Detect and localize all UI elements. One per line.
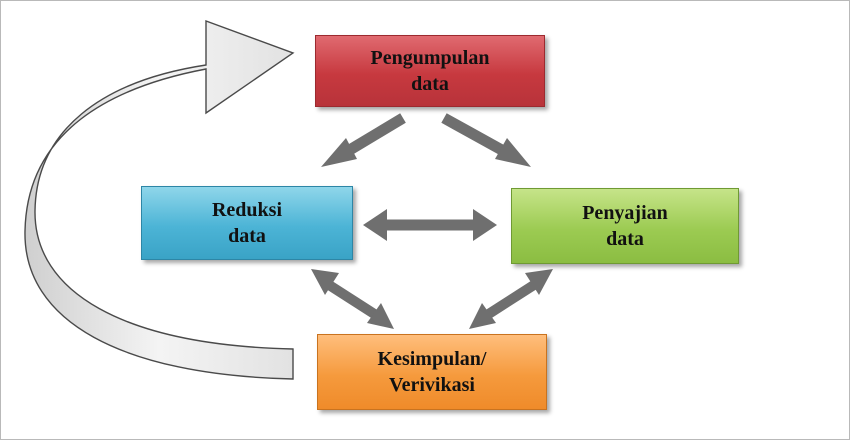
arrow-collect-to-present xyxy=(441,113,531,167)
arrow-reduce-present xyxy=(363,209,497,241)
node-reduksi-data: Reduksi data xyxy=(141,186,353,260)
arrow-present-conclude xyxy=(469,269,553,329)
node-label: Penyajian data xyxy=(582,202,668,250)
node-pengumpulan-data: Pengumpulan data xyxy=(315,35,545,107)
node-label: Kesimpulan/ Verivikasi xyxy=(377,348,487,396)
node-penyajian-data: Penyajian data xyxy=(511,188,739,264)
arrow-reduce-conclude xyxy=(311,269,394,329)
node-kesimpulan-verivikasi: Kesimpulan/ Verivikasi xyxy=(317,334,547,410)
node-label: Pengumpulan data xyxy=(370,47,490,95)
return-curved-arrow xyxy=(24,19,295,380)
arrow-collect-to-reduce xyxy=(321,113,406,167)
node-label: Reduksi data xyxy=(211,199,283,247)
